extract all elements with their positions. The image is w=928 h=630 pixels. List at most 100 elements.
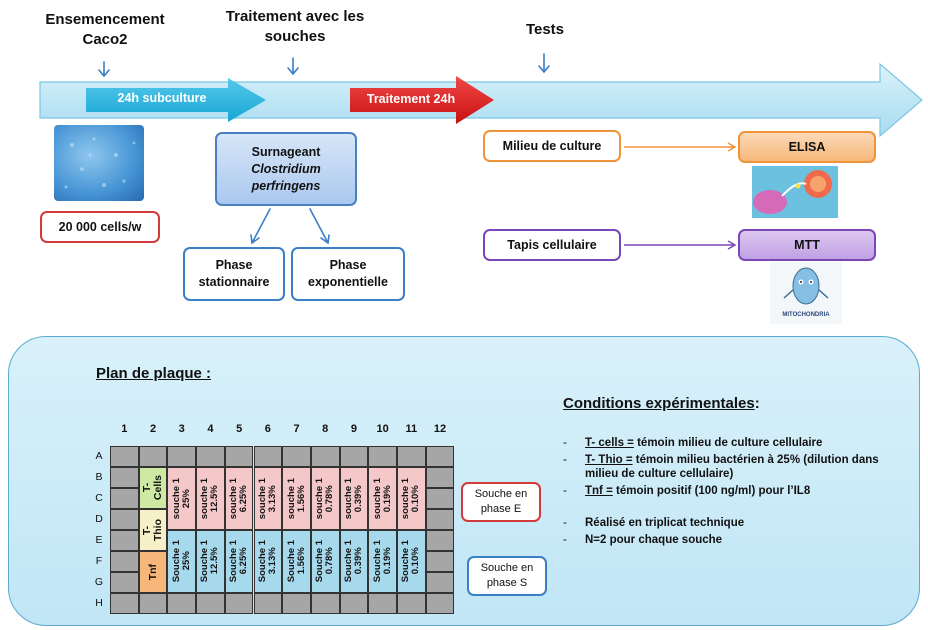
plate-well	[110, 593, 139, 614]
concentration-label: 1.56%	[295, 548, 307, 575]
plate-col-header: 1	[121, 423, 128, 435]
concentration-label: 0.19%	[381, 485, 393, 512]
genus-name: Clostridium	[251, 161, 321, 176]
cell-density-box: 20 000 cells/w	[40, 211, 160, 243]
plate-col-header: 6	[264, 423, 271, 435]
plate-row-header: F	[95, 555, 103, 567]
plate-well	[110, 530, 139, 551]
milieu-culture-box: Milieu de culture	[483, 130, 621, 162]
plate-col-header: 7	[293, 423, 300, 435]
phase-exponential-line2: exponentielle	[308, 275, 388, 289]
subculture-arrow	[86, 78, 266, 122]
condition-key: T- cells =	[585, 437, 634, 449]
plate-well	[397, 446, 426, 467]
step1-line1: Ensemencement	[45, 11, 165, 28]
bullet-dash: -	[563, 534, 567, 546]
plate-well	[368, 446, 397, 467]
plate-well	[425, 572, 455, 593]
elisa-box: ELISA	[738, 131, 876, 163]
concentration-label: 0.10%	[410, 485, 422, 512]
condition-item: - N=2 pour chaque souche	[563, 533, 915, 547]
plate-well	[282, 446, 311, 467]
bullet-dash: -	[563, 517, 567, 529]
plate-well	[425, 467, 455, 488]
down-arrow-icons	[98, 53, 550, 78]
concentration-label: 12.5%	[209, 485, 221, 512]
species-name: perfringens	[251, 178, 321, 193]
tapis-cellulaire-box: Tapis cellulaire	[483, 229, 621, 261]
condition-text: N=2 pour chaque souche	[585, 534, 723, 546]
plate-well	[310, 593, 340, 614]
plate-well	[110, 509, 139, 530]
plate-well	[253, 446, 283, 467]
concentration-label: 0.39%	[352, 485, 364, 512]
plate-well	[138, 593, 168, 614]
phase-stationary-line1: Phase	[215, 258, 253, 272]
control-label: T- Cells	[141, 475, 165, 501]
legend-e-line1: Souche en	[474, 488, 528, 500]
concentration-label: 0.78%	[324, 548, 336, 575]
step2-label: Traitement avec les souches	[220, 7, 370, 47]
concentration-label: 3.13%	[266, 548, 278, 575]
bullet-dash: -	[563, 485, 567, 497]
supernatant-box: Surnageant Clostridium perfringens	[215, 132, 357, 206]
down-arrow-icon	[287, 57, 299, 76]
plate-well	[425, 509, 455, 530]
step3-label: Tests	[525, 21, 565, 38]
plate-col-header: 3	[178, 423, 185, 435]
concentration-label: 12.5%	[209, 548, 221, 575]
step2-line1: Traitement avec les	[225, 8, 365, 25]
concentration-label: 0.78%	[324, 485, 336, 512]
condition-item	[563, 501, 915, 513]
control-label: T- Thio	[141, 518, 165, 542]
bullet-dash	[563, 501, 585, 513]
conditions-title: Conditions expérimentales:	[563, 395, 760, 412]
cell-culture-image	[54, 125, 144, 201]
conditions-title-text: Conditions expérimentales	[563, 395, 755, 412]
condition-text: témoin positif (100 ng/ml) pour l’IL8	[612, 485, 811, 497]
treatment-label: Traitement 24h	[366, 92, 456, 106]
plate-well	[110, 488, 139, 509]
timeline-graphics	[39, 53, 923, 138]
condition-key: Tnf =	[585, 485, 613, 497]
plate-well	[310, 446, 340, 467]
plate-col-header: 10	[376, 423, 389, 435]
well-t-cells: T- Cells	[138, 467, 168, 509]
plate-well	[425, 593, 455, 614]
concentration-label: 1.56%	[295, 485, 307, 512]
condition-text: Réalisé en triplicat technique	[585, 517, 745, 529]
plate-title: Plan de plaque :	[96, 365, 212, 382]
condition-key: T- Thio =	[585, 454, 633, 466]
plate-well	[110, 467, 139, 488]
plate-well	[425, 530, 455, 551]
legend-s-line2: phase S	[486, 577, 528, 589]
plate-well	[425, 446, 455, 467]
concentration-label: 6.25%	[238, 485, 250, 512]
plate-well	[110, 572, 139, 593]
legend-e-line2: phase E	[480, 503, 522, 515]
